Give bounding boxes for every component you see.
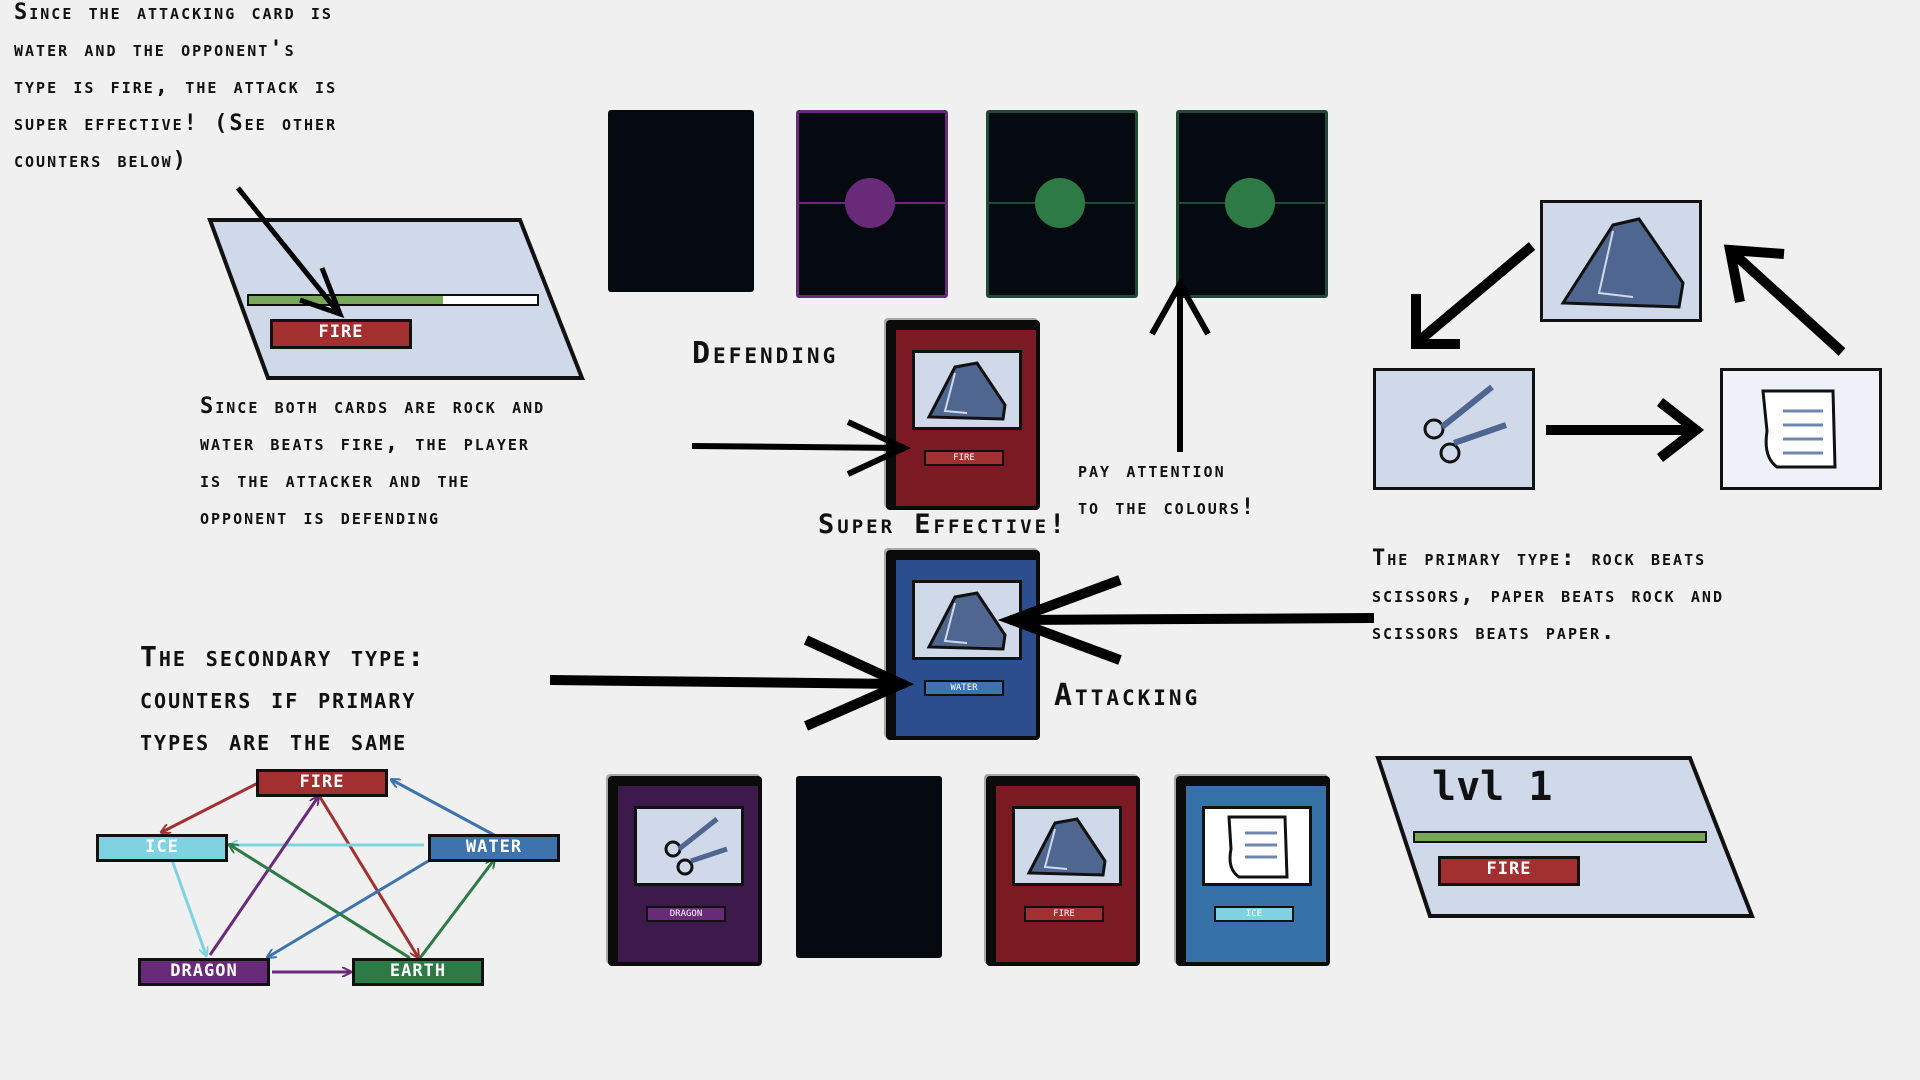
opponent-health-fill — [249, 296, 443, 304]
opponent-card-back-2[interactable] — [796, 110, 948, 298]
secondary-type-note: The secondary type: counters if primary … — [140, 640, 427, 757]
opponent-card-back-3[interactable] — [986, 110, 1138, 298]
scissors-icon — [634, 806, 744, 886]
attacking-card[interactable]: WATER — [886, 550, 1040, 740]
attacking-label: Attacking — [1054, 678, 1201, 713]
super-effective-label: Super Effective! — [818, 509, 1069, 540]
rock-icon — [912, 350, 1022, 430]
intro-note: Since the attacking card is water and th… — [14, 0, 338, 173]
earth-type-dot — [1225, 178, 1275, 228]
defending-label: Defending — [692, 336, 839, 371]
scissors-tile — [1373, 368, 1535, 490]
dragon-type-node: DRAGON — [138, 958, 270, 986]
player-card-2-empty[interactable] — [796, 776, 942, 958]
player-card-3-type: FIRE — [1024, 906, 1104, 922]
opponent-type-badge: FIRE — [270, 319, 412, 349]
player-card-3[interactable]: FIRE — [986, 776, 1140, 966]
opponent-card-back-4[interactable] — [1176, 110, 1328, 298]
paper-tile — [1720, 368, 1882, 490]
opponent-card-back-1[interactable] — [608, 110, 754, 292]
ice-type-node: ICE — [96, 834, 228, 862]
attention-note: pay attention to the colours! — [1078, 458, 1257, 520]
player-card-1[interactable]: DRAGON — [608, 776, 762, 966]
rock-icon — [1012, 806, 1122, 886]
earth-type-node: EARTH — [352, 958, 484, 986]
water-type-node: WATER — [428, 834, 560, 862]
player-type-badge: FIRE — [1438, 856, 1580, 886]
paper-icon — [1202, 806, 1312, 886]
player-health-bar — [1413, 831, 1707, 843]
player-card-4[interactable]: ICE — [1176, 776, 1330, 966]
primary-type-note: The primary type: rock beats scissors, p… — [1372, 546, 1724, 645]
attacking-card-type: WATER — [924, 680, 1004, 696]
defending-card-type: FIRE — [924, 450, 1004, 466]
defending-card[interactable]: FIRE — [886, 320, 1040, 510]
rock-tile — [1540, 200, 1702, 322]
earth-type-dot — [1035, 178, 1085, 228]
both-rock-note: Since both cards are rock and water beat… — [200, 394, 546, 530]
player-card-1-type: DRAGON — [646, 906, 726, 922]
rock-icon — [912, 580, 1022, 660]
dragon-type-dot — [845, 178, 895, 228]
player-level: lvl 1 — [1432, 764, 1553, 810]
player-card-4-type: ICE — [1214, 906, 1294, 922]
fire-type-node: FIRE — [256, 769, 388, 797]
